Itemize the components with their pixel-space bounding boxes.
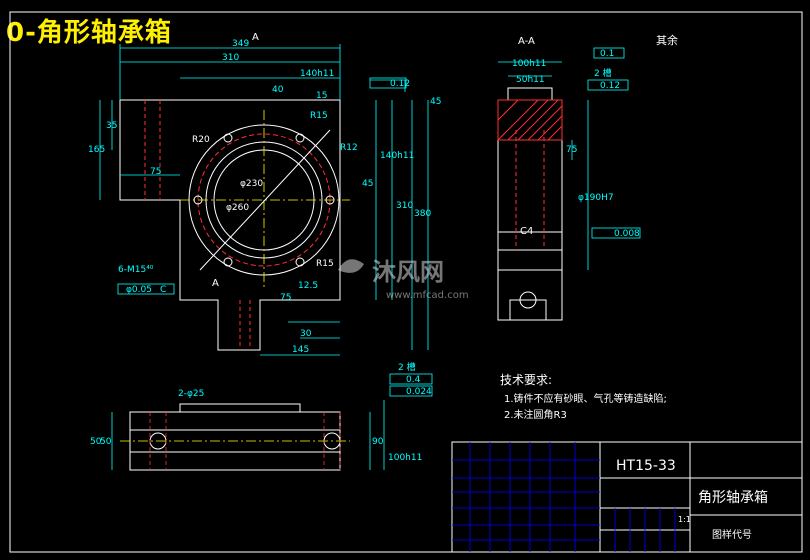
roughness-other: 其余 [656, 33, 678, 47]
hole-note: 6-M15⁴⁰ [118, 265, 154, 275]
bottom-dim-2: 90 [372, 437, 384, 447]
bottom-dim-1: 50 [90, 437, 102, 447]
bottom-dim-6: 0.4 [406, 375, 421, 385]
section-marker-top: A [252, 32, 259, 43]
dim-bottom-3: 12.5 [298, 281, 318, 291]
bottom-view [129, 403, 341, 471]
dim-right-5: R15 [316, 259, 334, 269]
dim-top-0: 310 [222, 53, 239, 63]
bottom-dim-5: 2 槽 [398, 361, 416, 373]
dim-bottom-0: 75 [280, 293, 291, 303]
dim-bottom-1: 30 [300, 329, 312, 339]
bottom-dimensions [111, 373, 433, 470]
side-dim-1: 50h11 [516, 75, 545, 85]
section-label: A-A [518, 36, 535, 47]
dim-top-6: 45 [430, 97, 441, 107]
side-dim-0: 100h11 [512, 59, 546, 69]
bottom-dim-3: 100h11 [388, 453, 422, 463]
part-name: 角形轴承箱 [698, 490, 768, 506]
dim-left-3: R20 [192, 135, 210, 145]
scale: 1:1 [678, 515, 691, 524]
dim-main-0: φ230 [240, 179, 263, 189]
material: HT15-33 [616, 458, 676, 474]
datum-c: C [160, 285, 166, 295]
side-dimensions [498, 47, 641, 270]
dim-top-1: 349 [232, 39, 249, 49]
tech-req-heading: 技术要求: [500, 373, 552, 387]
dim-bottom-2: 145 [292, 345, 309, 355]
section-hatch [497, 99, 563, 141]
dim-top-3: 40 [272, 85, 284, 95]
dim-top-7: R15 [310, 111, 328, 121]
bottom-dim-4: 50 [100, 437, 112, 447]
dim-left-2: 75 [150, 167, 161, 177]
bottom-dim-0: 2-φ25 [178, 389, 204, 399]
dim-top-5: 15 [316, 91, 327, 101]
dim-left-1: 165 [88, 145, 105, 155]
dim-right-2: 45 [362, 179, 373, 189]
section-marker-bottom: A [212, 278, 219, 289]
position-tol: φ0.05 [126, 285, 152, 295]
dim-main-1: φ260 [226, 203, 249, 213]
drawing-code: 图样代号 [712, 528, 752, 541]
side-dim-2: 0.1 [600, 49, 614, 59]
watermark-brand: 沐风网 [372, 258, 444, 286]
bottom-dim-7: 0.024 [406, 387, 432, 397]
dim-top-2: 140h11 [300, 69, 334, 79]
dim-right-3: 310 [396, 201, 413, 211]
dim-right-0: R12 [340, 143, 358, 153]
side-dim-3: 2 槽 [594, 67, 612, 79]
page-title: 0-角形轴承箱 [6, 18, 172, 48]
side-dim-5: C4 [520, 226, 533, 237]
drawing-border [9, 11, 803, 553]
side-dim-8: 75 [566, 145, 577, 155]
side-view [497, 87, 563, 321]
front-dimensions [99, 44, 429, 356]
dim-left-0: 35 [106, 121, 117, 131]
watermark-url: www.mfcad.com [386, 290, 469, 301]
dim-right-4: 380 [414, 209, 431, 219]
tech-req-item-2: 2.未注圆角R3 [504, 408, 567, 421]
dim-right-1: 140h11 [380, 151, 414, 161]
front-view [119, 99, 350, 351]
watermark: 沐风网 www.mfcad.com [338, 258, 469, 301]
title-block-grid [452, 442, 676, 552]
tech-req-item-1: 1.铸件不应有砂眼、气孔等铸造缺陷; [504, 392, 667, 405]
dim-top-4: 0.12 [390, 79, 410, 89]
watermark-logo-icon [338, 259, 364, 273]
side-dim-7: 0.008 [614, 229, 640, 239]
side-dim-6: φ190H7 [578, 193, 614, 203]
side-dim-4: 0.12 [600, 81, 620, 91]
